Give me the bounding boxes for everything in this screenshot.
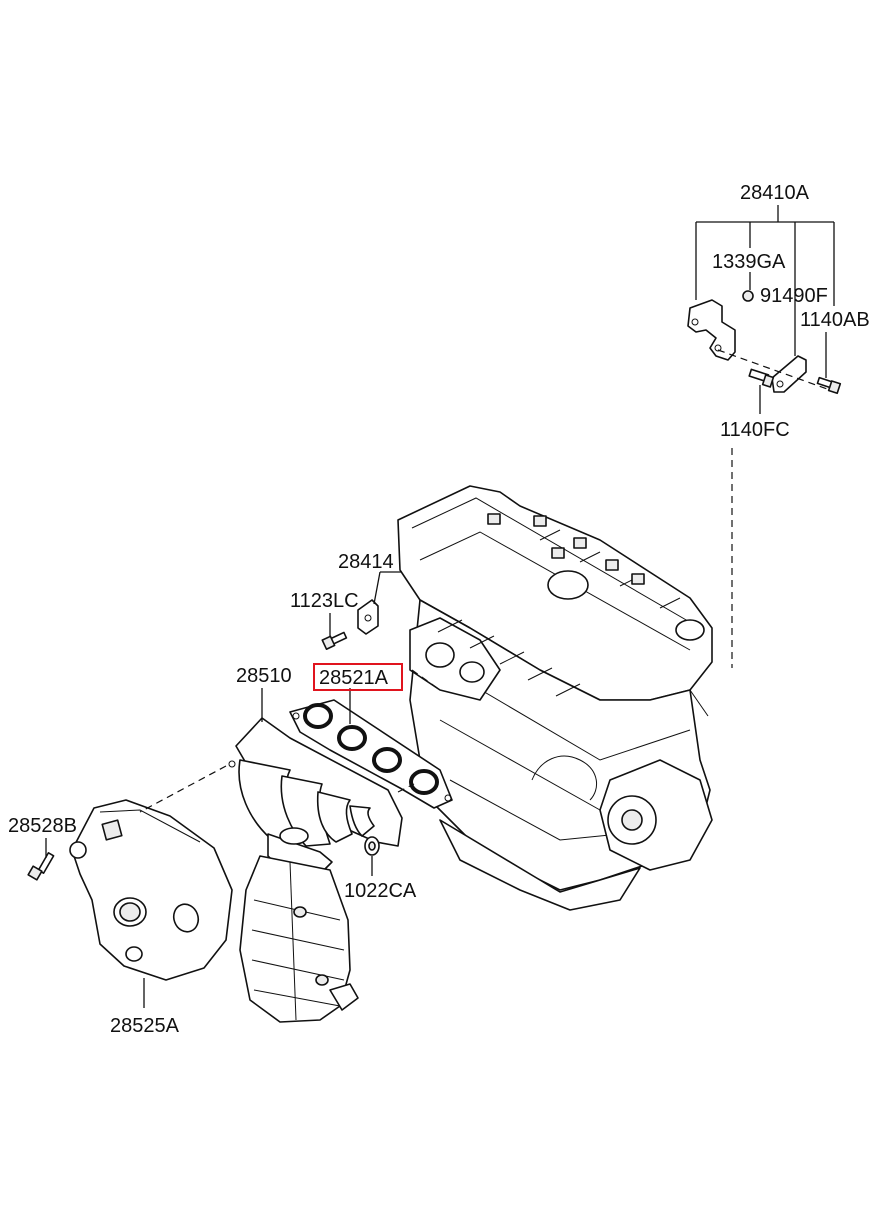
label-28410A: 28410A xyxy=(740,182,810,204)
catalytic-converter xyxy=(239,855,359,1023)
label-28521A: 28521A xyxy=(319,667,389,689)
bolt-28528B xyxy=(27,852,55,881)
label-28525A: 28525A xyxy=(110,1015,180,1037)
bolt-1123LC xyxy=(321,613,348,651)
bolt-1140FC xyxy=(748,368,775,388)
label-91490F: 91490F xyxy=(760,285,828,307)
gasket-28521A xyxy=(289,699,453,809)
label-1022CA: 1022CA xyxy=(344,880,417,902)
nut-1022CA xyxy=(364,836,380,856)
bracket-28414 xyxy=(357,599,379,635)
engine-block-illustration xyxy=(357,485,713,911)
heat-shield-28525A xyxy=(69,799,233,981)
label-1123LC: 1123LC xyxy=(290,590,359,612)
bracket-assembly-28410A xyxy=(687,205,842,668)
label-1140AB: 1140AB xyxy=(800,309,870,331)
label-28414: 28414 xyxy=(338,551,394,573)
label-1339GA: 1339GA xyxy=(712,251,786,273)
nut-1339GA xyxy=(742,290,754,302)
label-1140FC: 1140FC xyxy=(720,419,790,441)
label-28510: 28510 xyxy=(236,665,292,687)
highlight-box-28521A xyxy=(313,663,403,691)
bolt-1140AB xyxy=(816,376,842,395)
label-28528B: 28528B xyxy=(8,815,77,837)
